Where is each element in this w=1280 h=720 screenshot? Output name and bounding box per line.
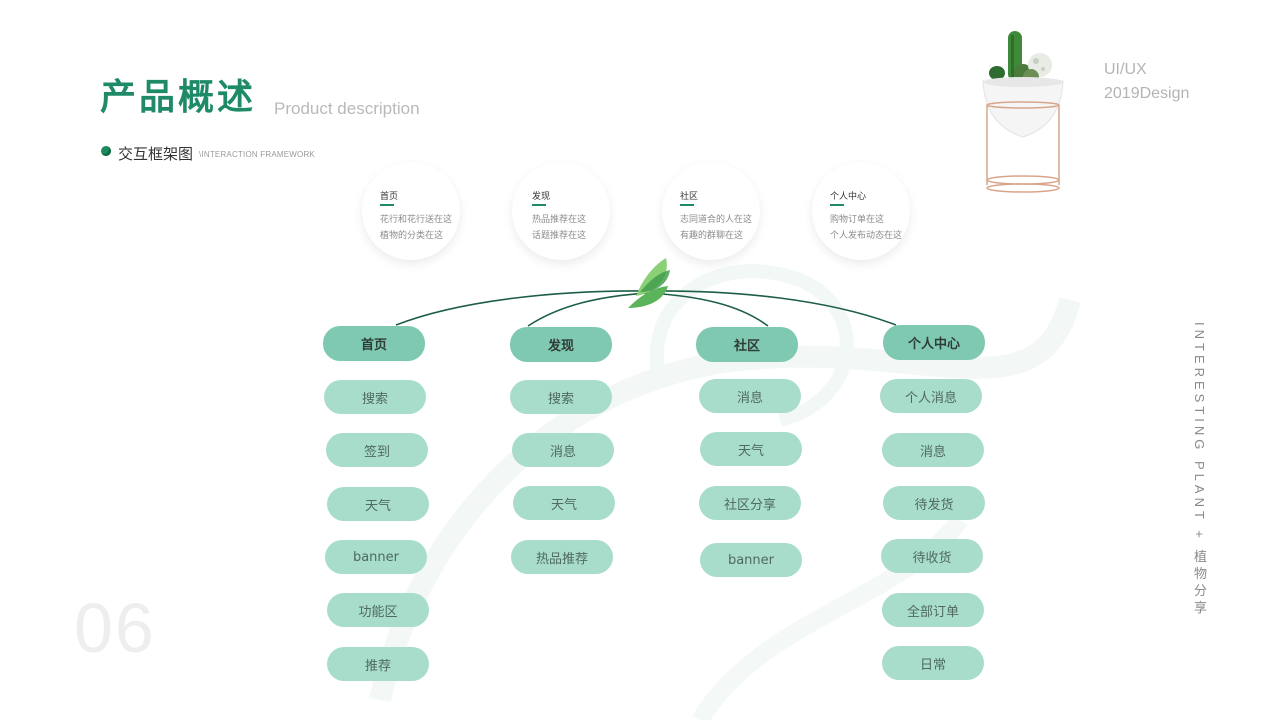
branch-community — [647, 292, 769, 327]
node-item: 消息 — [882, 433, 984, 467]
card-title-underline — [680, 204, 694, 206]
card-title: 社区 — [680, 192, 699, 202]
node-item: banner — [325, 540, 427, 574]
description-card-profile — [812, 162, 910, 260]
corner-label: UI/UX 2019Design — [1104, 58, 1189, 106]
node-community: 社区 — [696, 327, 798, 362]
node-item: 待收货 — [881, 539, 983, 573]
node-item: 天气 — [513, 486, 615, 520]
node-item: 待发货 — [883, 486, 985, 520]
node-item: 消息 — [512, 433, 614, 467]
card-title: 首页 — [380, 192, 399, 202]
branch-home — [395, 290, 649, 326]
node-item: 消息 — [699, 379, 801, 413]
card-line: 花行和花行送在这 — [380, 215, 453, 225]
node-item: banner — [700, 543, 802, 577]
cactus-pot-illustration — [982, 31, 1064, 193]
corner-line-1: UI/UX — [1104, 61, 1147, 78]
node-item: 天气 — [700, 432, 802, 466]
node-home: 首页 — [323, 326, 425, 361]
corner-line-2: 2019Design — [1104, 85, 1190, 102]
node-item: 热品推荐 — [511, 540, 613, 574]
card-line: 个人发布动态在这 — [830, 231, 903, 241]
card-line: 购物订单在这 — [830, 215, 885, 225]
node-item: 签到 — [326, 433, 428, 467]
node-profile: 个人中心 — [883, 325, 985, 360]
card-title-underline — [532, 204, 546, 206]
node-discover: 发现 — [510, 327, 612, 362]
branch-profile — [647, 290, 897, 326]
card-line: 热品推荐在这 — [532, 215, 587, 225]
node-item: 功能区 — [327, 593, 429, 627]
bullet-icon — [101, 146, 111, 156]
section-subtitle-english: \INTERACTION FRAMEWORK — [199, 150, 315, 159]
description-card-community — [662, 162, 760, 260]
card-line: 话题推荐在这 — [532, 231, 587, 241]
node-item: 搜索 — [510, 380, 612, 414]
node-item: 社区分享 — [699, 486, 801, 520]
node-item: 日常 — [882, 646, 984, 680]
side-label: INTERESTING PLANT + 植物分享 — [1192, 322, 1207, 618]
node-item: 全部订单 — [882, 593, 984, 627]
card-title: 个人中心 — [830, 192, 867, 202]
page-title-english: Product description — [274, 99, 420, 118]
card-line: 植物的分类在这 — [380, 231, 444, 241]
card-title-underline — [830, 204, 844, 206]
section-subtitle: 交互框架图 — [118, 145, 194, 163]
branch-discover — [527, 292, 649, 327]
card-line: 有趣的群聊在这 — [680, 231, 744, 241]
node-item: 搜索 — [324, 380, 426, 414]
description-card-discover — [512, 162, 610, 260]
description-card-home — [362, 162, 460, 260]
card-title-underline — [380, 204, 394, 206]
node-item: 推荐 — [327, 647, 429, 681]
page-title: 产品概述 — [100, 77, 257, 118]
card-title: 发现 — [532, 192, 551, 202]
node-item: 天气 — [327, 487, 429, 521]
node-item: 个人消息 — [880, 379, 982, 413]
card-line: 志同道合的人在这 — [680, 215, 753, 225]
page-number: 06 — [74, 589, 156, 667]
leaf-icon — [628, 258, 670, 308]
